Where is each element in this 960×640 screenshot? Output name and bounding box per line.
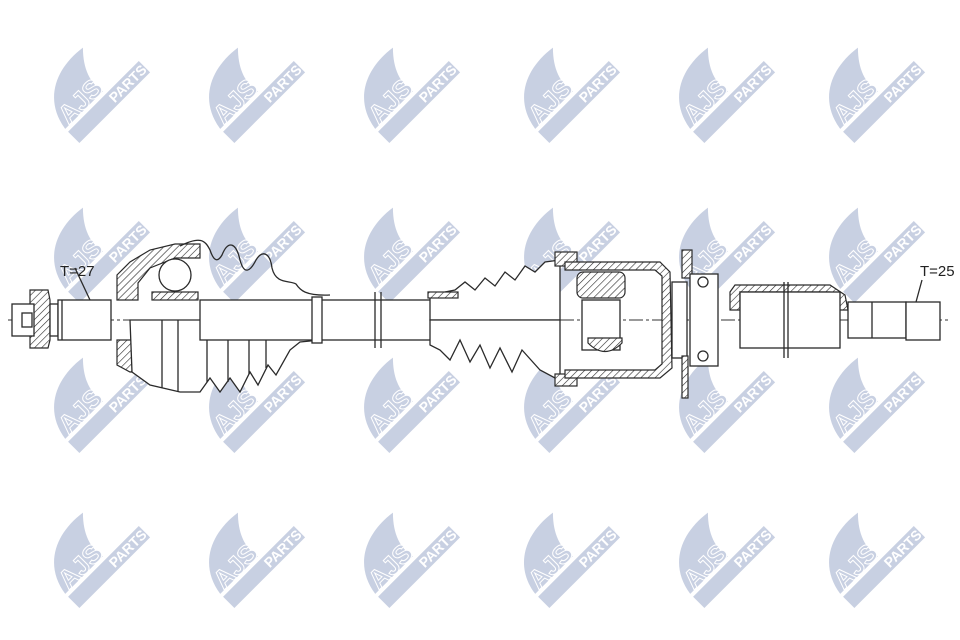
svg-text:PARTS: PARTS	[416, 371, 460, 415]
outer-cv-housing	[116, 243, 201, 301]
svg-text:PARTS: PARTS	[416, 61, 460, 105]
svg-text:PARTS: PARTS	[881, 221, 925, 265]
svg-text:PARTS: PARTS	[576, 221, 620, 265]
svg-text:PARTS: PARTS	[576, 61, 620, 105]
outer-boot-profile	[179, 239, 331, 296]
svg-text:PARTS: PARTS	[881, 371, 925, 415]
svg-text:PARTS: PARTS	[576, 526, 620, 570]
svg-text:PARTS: PARTS	[261, 371, 305, 415]
svg-text:PARTS: PARTS	[106, 526, 150, 570]
svg-text:PARTS: PARTS	[881, 526, 925, 570]
left-nut	[29, 289, 51, 349]
outer-cv-ball	[158, 258, 192, 292]
right-spline	[905, 301, 941, 341]
svg-text:PARTS: PARTS	[261, 221, 305, 265]
svg-text:PARTS: PARTS	[261, 526, 305, 570]
flange-bolt	[681, 249, 693, 279]
left-spline-label: T=27	[60, 263, 95, 280]
svg-text:PARTS: PARTS	[731, 526, 775, 570]
svg-text:PARTS: PARTS	[731, 221, 775, 265]
left-spline	[57, 299, 112, 341]
svg-text:PARTS: PARTS	[731, 371, 775, 415]
svg-text:PARTS: PARTS	[731, 61, 775, 105]
svg-text:PARTS: PARTS	[416, 526, 460, 570]
inner-joint-housing	[564, 261, 673, 379]
drive-shaft	[8, 239, 950, 399]
svg-text:PARTS: PARTS	[261, 61, 305, 105]
svg-text:PARTS: PARTS	[881, 61, 925, 105]
svg-text:PARTS: PARTS	[106, 61, 150, 105]
svg-text:PARTS: PARTS	[416, 221, 460, 265]
right-spline-label: T=25	[920, 263, 955, 280]
intermediate-shaft	[739, 291, 841, 349]
inner-boot	[429, 259, 561, 321]
